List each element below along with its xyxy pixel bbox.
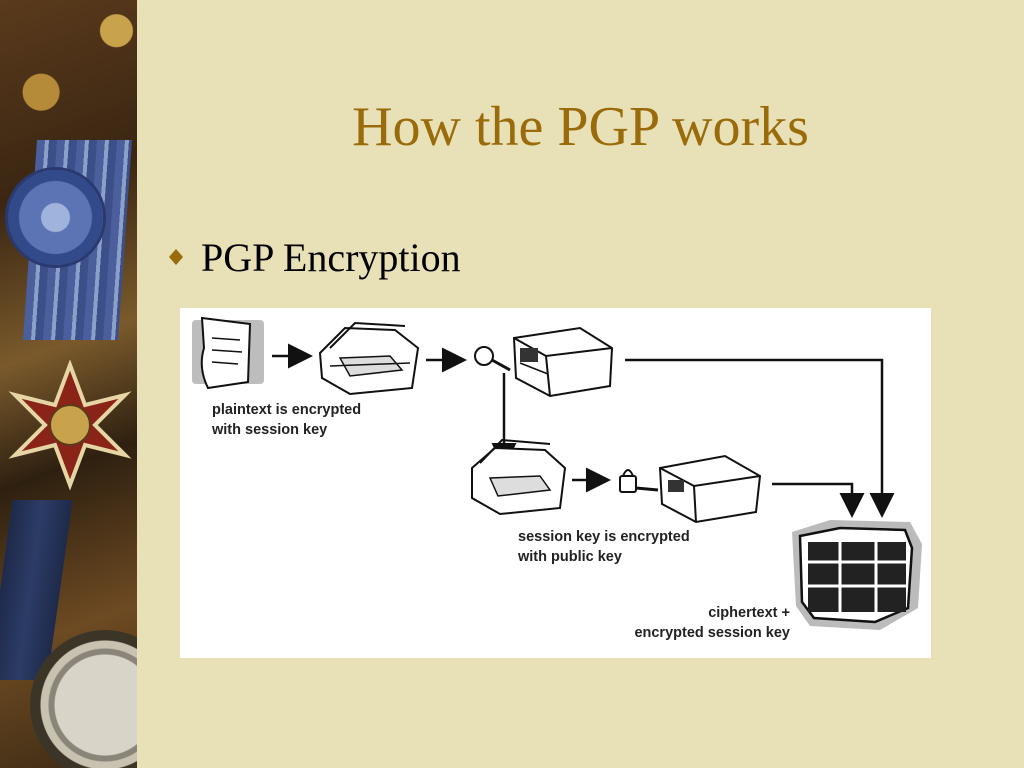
caption-line: with public key: [518, 549, 622, 565]
connector-line: [625, 358, 895, 518]
pgp-encryption-diagram: plaintext is encrypted with session key …: [180, 308, 931, 658]
padlock-key-icon: [619, 469, 659, 493]
bundled-package-icon: [792, 520, 922, 630]
bullet-text: PGP Encryption: [201, 234, 461, 280]
decorative-medal-sidebar: [0, 0, 137, 768]
closed-box-icon: [658, 454, 762, 524]
caption-line: plaintext is encrypted: [212, 402, 362, 418]
bullet-item: PGP Encryption: [165, 232, 461, 282]
diamond-bullet-icon: [169, 249, 183, 265]
diagram-graphics: [192, 316, 922, 630]
caption-line: session key is encrypted: [518, 529, 690, 545]
connector-line: [772, 482, 865, 518]
ciphertext-caption: ciphertext + encrypted session key: [600, 603, 790, 643]
plaintext-caption: plaintext is encrypted with session key: [212, 400, 361, 440]
caption-line: ciphertext +: [708, 605, 790, 621]
session-key-caption: session key is encrypted with public key: [518, 527, 690, 567]
closed-box-icon: [512, 326, 614, 398]
open-box-icon: [318, 321, 420, 396]
caption-line: with session key: [212, 422, 328, 438]
rosette-icon: [8, 170, 103, 265]
key-icon: [474, 346, 511, 372]
caption-line: encrypted session key: [634, 625, 790, 641]
document-icon: [192, 316, 264, 390]
open-box-icon: [471, 438, 567, 516]
maltese-cross-icon: [8, 360, 132, 490]
slide-title: How the PGP works: [352, 96, 809, 158]
